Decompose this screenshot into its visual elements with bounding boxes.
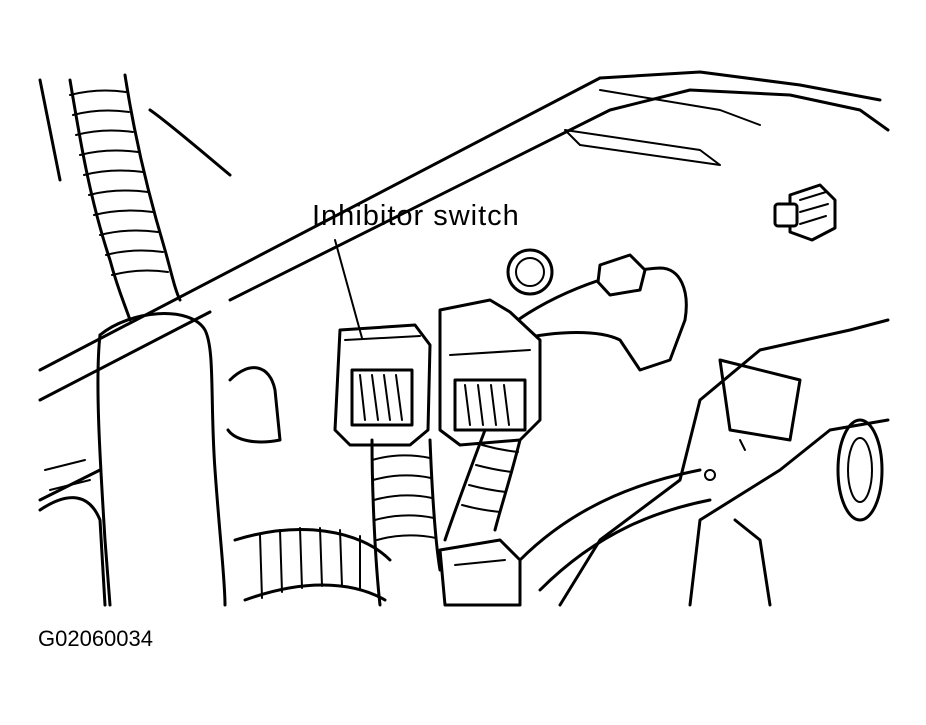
bracket <box>503 248 688 372</box>
misc-outlines <box>38 78 282 607</box>
mounting-bolt <box>773 183 837 242</box>
hose-left <box>96 312 227 607</box>
connector-right <box>438 298 542 447</box>
frame-member <box>38 70 890 502</box>
callout-leader-line <box>334 239 363 339</box>
callout-label: Inhibitor switch <box>312 200 520 232</box>
corrugated-harness-upper <box>68 73 182 322</box>
figure-id: G02060034 <box>38 626 153 651</box>
transmission-case <box>558 318 890 607</box>
connector-left <box>333 323 432 447</box>
connector-lower <box>438 538 522 607</box>
wiring-harness-lower <box>233 428 712 607</box>
